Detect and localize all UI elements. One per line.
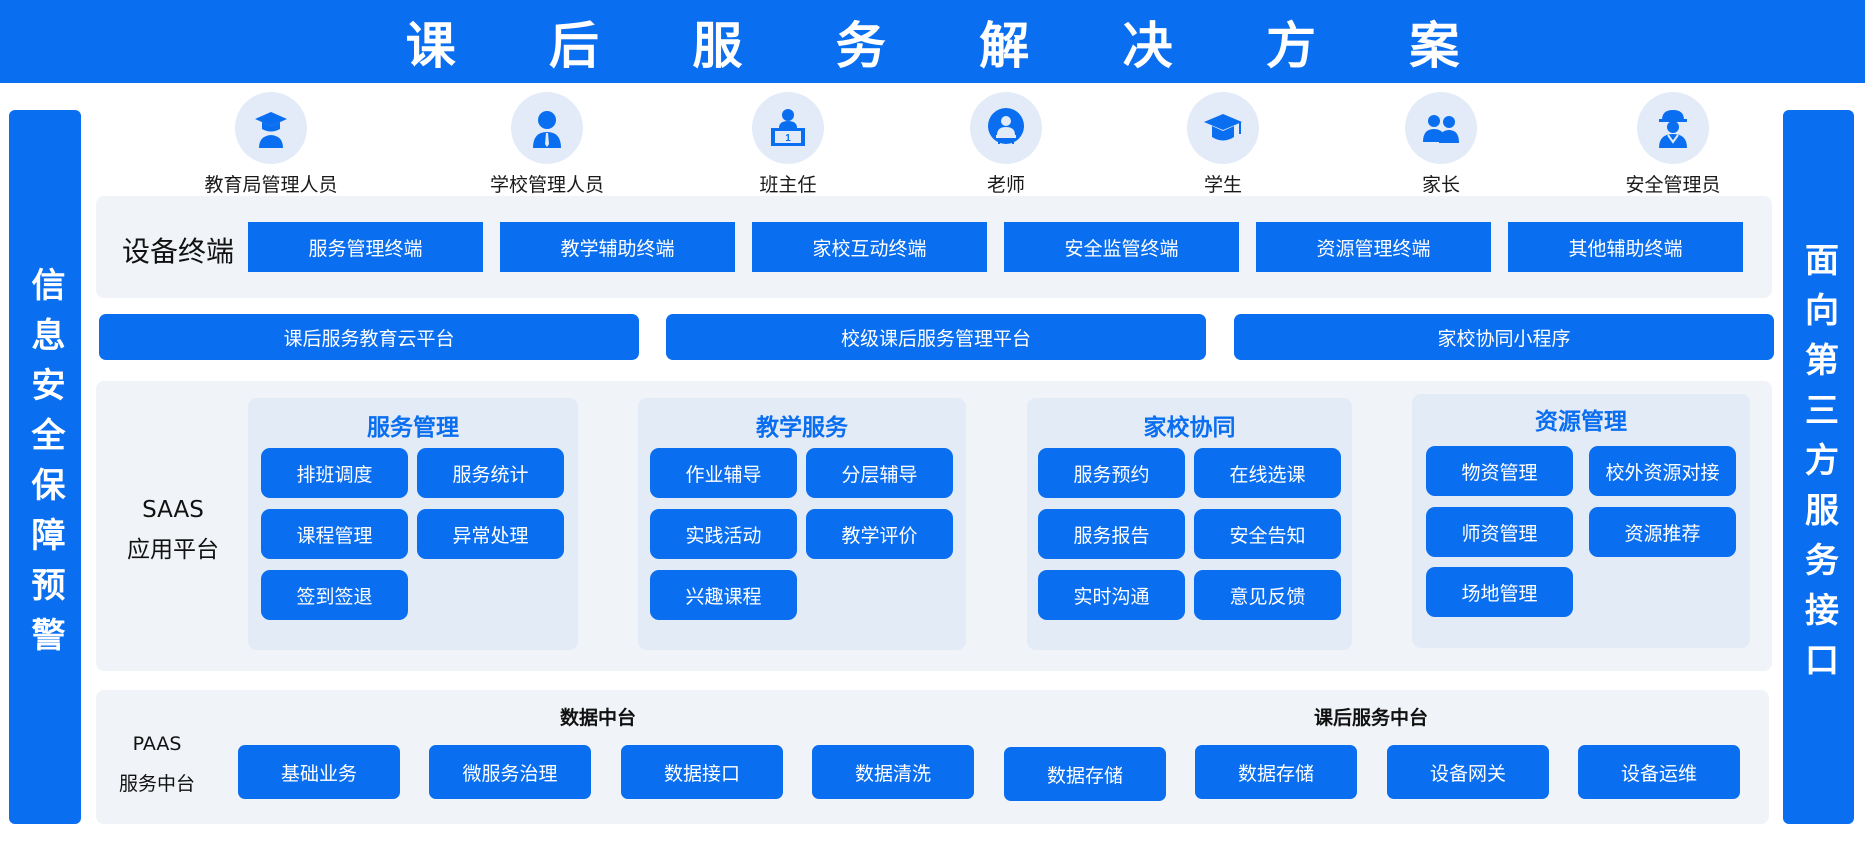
saas-item[interactable]: 资源推荐	[1589, 507, 1736, 557]
saas-item[interactable]: 作业辅导	[650, 448, 797, 498]
saas-item[interactable]: 签到签退	[261, 570, 408, 620]
saas-item[interactable]: 服务预约	[1038, 448, 1185, 498]
role-label: 班主任	[759, 174, 817, 196]
saas-item[interactable]: 校外资源对接	[1589, 446, 1736, 496]
saas-label-line1: SAAS	[142, 497, 204, 523]
saas-item[interactable]: 意见反馈	[1194, 570, 1341, 620]
saas-label: SAAS 应用平台	[118, 490, 228, 570]
saas-item[interactable]: 异常处理	[417, 509, 564, 559]
role-education-bureau: 教育局管理人员	[186, 92, 356, 197]
terminal-item[interactable]: 家校互动终端	[752, 222, 987, 272]
saas-item[interactable]: 实践活动	[650, 509, 797, 559]
saas-item[interactable]: 安全告知	[1194, 509, 1341, 559]
head-teacher-icon: 1	[752, 92, 824, 164]
terminal-item[interactable]: 其他辅助终端	[1508, 222, 1743, 272]
platform-item[interactable]: 课后服务教育云平台	[99, 314, 639, 360]
role-label: 学生	[1203, 174, 1242, 196]
role-head-teacher: 1 班主任	[703, 92, 873, 197]
role-label: 教育局管理人员	[204, 174, 338, 196]
paas-item[interactable]: 数据存储	[1195, 745, 1357, 799]
terminal-item[interactable]: 服务管理终端	[248, 222, 483, 272]
saas-item[interactable]: 兴趣课程	[650, 570, 797, 620]
role-label: 学校管理人员	[489, 174, 604, 196]
terminal-item[interactable]: 安全监管终端	[1004, 222, 1239, 272]
security-sidebar-label: 信息安全保障预警	[25, 267, 65, 667]
saas-item[interactable]: 服务报告	[1038, 509, 1185, 559]
paas-item[interactable]: 微服务治理	[429, 745, 591, 799]
saas-item[interactable]: 场地管理	[1426, 567, 1573, 617]
role-student: 学生	[1138, 92, 1308, 197]
terminal-label: 设备终端	[122, 235, 235, 268]
safety-officer-icon	[1637, 92, 1709, 164]
parent-icon	[1405, 92, 1477, 164]
terminal-item[interactable]: 资源管理终端	[1256, 222, 1491, 272]
role-safety-officer: 安全管理员	[1588, 92, 1758, 197]
saas-item[interactable]: 教学评价	[806, 509, 953, 559]
saas-item[interactable]: 在线选课	[1194, 448, 1341, 498]
student-icon	[1187, 92, 1259, 164]
teacher-icon	[970, 92, 1042, 164]
saas-item[interactable]: 课程管理	[261, 509, 408, 559]
security-sidebar: 信息安全保障预警	[9, 110, 81, 824]
paas-item[interactable]: 设备网关	[1387, 745, 1549, 799]
third-party-sidebar: 面向第三方服务接口	[1783, 110, 1854, 824]
service-hub-title: 课后服务中台	[1314, 707, 1429, 729]
paas-item[interactable]: 数据清洗	[812, 745, 974, 799]
group-title: 教学服务	[756, 415, 848, 441]
paas-label-line1: PAAS	[132, 733, 182, 755]
saas-item[interactable]: 实时沟通	[1038, 570, 1185, 620]
saas-item[interactable]: 物资管理	[1426, 446, 1573, 496]
saas-label-line2: 应用平台	[127, 537, 219, 563]
paas-label-line2: 服务中台	[118, 773, 195, 795]
saas-item[interactable]: 师资管理	[1426, 507, 1573, 557]
paas-label: PAAS 服务中台	[106, 724, 208, 804]
role-label: 家长	[1421, 174, 1460, 196]
school-admin-icon	[511, 92, 583, 164]
third-party-sidebar-label: 面向第三方服务接口	[1798, 242, 1839, 692]
paas-item[interactable]: 数据接口	[621, 745, 783, 799]
paas-item[interactable]: 数据存储	[1004, 747, 1166, 801]
saas-item[interactable]: 排班调度	[261, 448, 408, 498]
saas-item[interactable]: 服务统计	[417, 448, 564, 498]
paas-item[interactable]: 设备运维	[1578, 745, 1740, 799]
saas-item[interactable]: 分层辅导	[806, 448, 953, 498]
page-title: 课 后 服 务 解 决 方 案	[405, 16, 1498, 75]
data-hub-title: 数据中台	[560, 707, 637, 729]
platform-item[interactable]: 校级课后服务管理平台	[666, 314, 1206, 360]
platform-item[interactable]: 家校协同小程序	[1234, 314, 1774, 360]
title-bar: 课 后 服 务 解 决 方 案	[0, 0, 1865, 83]
terminal-item[interactable]: 教学辅助终端	[500, 222, 735, 272]
group-title: 资源管理	[1535, 409, 1627, 435]
group-title: 服务管理	[367, 415, 459, 441]
education-bureau-icon	[235, 92, 307, 164]
svg-text:1: 1	[785, 133, 791, 144]
paas-item[interactable]: 基础业务	[238, 745, 400, 799]
role-school-admin: 学校管理人员	[462, 92, 632, 197]
role-parent: 家长	[1356, 92, 1526, 197]
group-title: 家校协同	[1143, 415, 1236, 441]
role-label: 老师	[986, 174, 1025, 196]
role-label: 安全管理员	[1625, 174, 1721, 196]
role-teacher: 老师	[921, 92, 1091, 197]
